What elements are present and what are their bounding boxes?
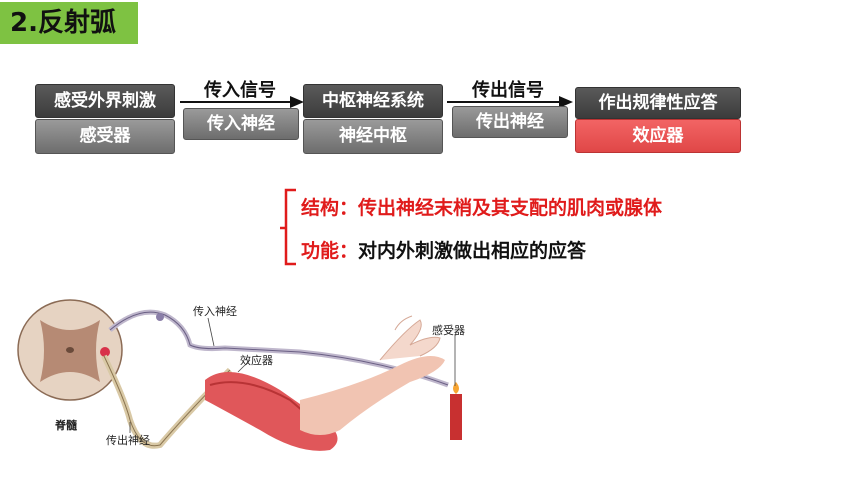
structure-value: 传出神经末梢及其支配的肌肉或腺体: [358, 197, 663, 219]
arm-muscles: [205, 315, 445, 451]
box-response: 作出规律性应答: [575, 87, 741, 119]
label-afferent-signal: 传入信号: [204, 80, 276, 101]
arrow-1: [180, 96, 304, 108]
candle-icon: [450, 382, 462, 440]
box-cns: 中枢神经系统: [303, 84, 443, 118]
label-afferent-nerve: 传入神经: [193, 305, 237, 318]
box-effector: 效应器: [575, 119, 741, 153]
reflex-arc-illustration: [17, 299, 462, 451]
label-efferent-signal: 传出信号: [472, 80, 544, 101]
section-title: 2.反射弧: [0, 2, 138, 44]
box-receptor: 感受器: [35, 119, 175, 154]
label-receptor: 感受器: [432, 324, 465, 337]
function-note: 功能：对内外刺激做出相应的应答: [301, 236, 586, 263]
bracket: [280, 188, 296, 266]
structure-key: 结构：: [301, 197, 359, 219]
label-effector: 效应器: [240, 354, 273, 367]
function-key: 功能：: [301, 240, 359, 262]
box-afferent-nerve: 传入神经: [183, 108, 299, 140]
arrow-2: [447, 96, 573, 108]
box-nerve-center: 神经中枢: [303, 119, 443, 154]
label-efferent-nerve: 传出神经: [106, 434, 150, 447]
label-spinal-cord: 脊髓: [55, 419, 77, 432]
box-stimulus: 感受外界刺激: [35, 84, 175, 118]
structure-note: 结构：传出神经末梢及其支配的肌肉或腺体: [301, 193, 662, 220]
spinal-cord-section: [17, 299, 123, 401]
function-value: 对内外刺激做出相应的应答: [358, 240, 587, 262]
box-efferent-nerve: 传出神经: [452, 106, 568, 138]
